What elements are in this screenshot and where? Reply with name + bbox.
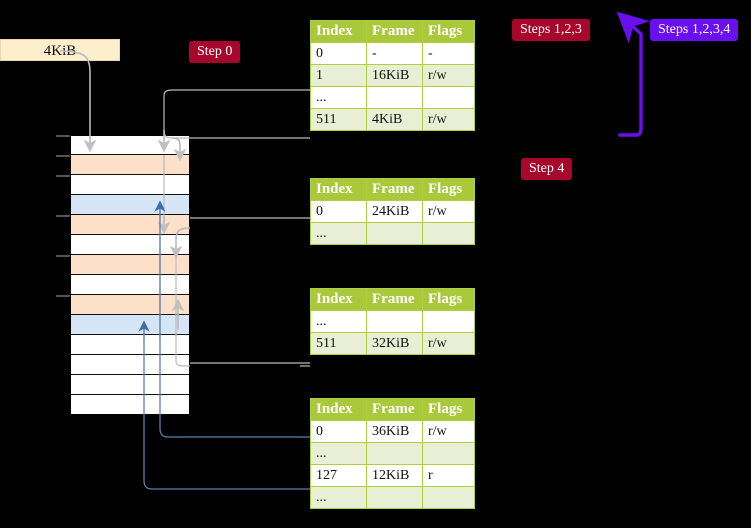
column-header-flags: Flags [422, 398, 475, 421]
column-header-flags: Flags [422, 20, 475, 43]
memory-tick [56, 175, 70, 177]
table-cell: r [422, 464, 475, 487]
memory-tick [56, 135, 70, 137]
table-cell: ... [310, 222, 367, 245]
size-label: 4KiB [0, 39, 120, 61]
table-row: ... [310, 86, 475, 109]
table-cell: r/w [422, 332, 475, 355]
table-cell [366, 442, 423, 465]
badge-step-4: Step 4 [521, 158, 573, 180]
table-cell [366, 222, 423, 245]
memory-tick [56, 215, 70, 217]
table-cell: r/w [422, 200, 475, 223]
table-cell [366, 310, 423, 333]
memory-row [70, 215, 190, 235]
table-cell: ... [310, 486, 367, 509]
column-header-index: Index [310, 398, 367, 421]
memory-row [70, 275, 190, 295]
table-cell: 32KiB [366, 332, 423, 355]
table-cell [422, 86, 475, 109]
memory-row [70, 375, 190, 395]
badge-steps-1234: Steps 1,2,3,4 [650, 19, 739, 41]
table-cell: 511 [310, 332, 367, 355]
table-cell: 127 [310, 464, 367, 487]
table-cell: 12KiB [366, 464, 423, 487]
table-row: ... [310, 222, 475, 245]
memory-row [70, 255, 190, 275]
memory-tick [56, 155, 70, 157]
table-row: 0-- [310, 42, 475, 65]
table-cell: 4KiB [366, 108, 423, 131]
bracket-steps-1234 [616, 11, 650, 137]
wire-step3 [169, 227, 310, 367]
table-row: ... [310, 310, 475, 333]
table-cell [366, 486, 423, 509]
memory-row [70, 315, 190, 335]
memory-row [70, 335, 190, 355]
column-header-flags: Flags [422, 178, 475, 201]
table-cell [422, 442, 475, 465]
table-cell [422, 222, 475, 245]
memory-row [70, 235, 190, 255]
table-cell: 16KiB [366, 64, 423, 87]
table-cell [366, 86, 423, 109]
wire-step0 [59, 50, 97, 153]
table-cell: r/w [422, 108, 475, 131]
column-header-flags: Flags [422, 288, 475, 311]
memory-row [70, 355, 190, 375]
table-cell: 1 [310, 64, 367, 87]
table-row: ... [310, 486, 475, 509]
table-cell: 24KiB [366, 200, 423, 223]
table-cell: ... [310, 310, 367, 333]
column-header-frame: Frame [366, 178, 423, 201]
badge-steps-123: Steps 1,2,3 [512, 19, 590, 41]
badge-step-0: Step 0 [189, 41, 241, 63]
memory-row [70, 175, 190, 195]
table-cell: - [366, 42, 423, 65]
table-cell: 36KiB [366, 420, 423, 443]
table-cell: ... [310, 442, 367, 465]
table-cell: r/w [422, 420, 475, 443]
table-cell: - [422, 42, 475, 65]
column-header-index: Index [310, 20, 367, 43]
table-cell: 0 [310, 420, 367, 443]
table-cell [422, 486, 475, 509]
table-cell: 511 [310, 108, 367, 131]
memory-row [70, 295, 190, 315]
table-cell: 0 [310, 200, 367, 223]
column-header-index: Index [310, 288, 367, 311]
table-cell: r/w [422, 64, 475, 87]
memory-column [70, 135, 190, 415]
memory-tick [56, 255, 70, 257]
column-header-index: Index [310, 178, 367, 201]
memory-tick [56, 295, 70, 297]
column-header-frame: Frame [366, 398, 423, 421]
memory-row [70, 155, 190, 175]
memory-row [70, 195, 190, 215]
column-header-frame: Frame [366, 288, 423, 311]
memory-row [70, 135, 190, 155]
table-cell: 0 [310, 42, 367, 65]
column-header-frame: Frame [366, 20, 423, 43]
table-cell [422, 310, 475, 333]
table-cell: ... [310, 86, 367, 109]
memory-row [70, 395, 190, 415]
table-row: ... [310, 442, 475, 465]
